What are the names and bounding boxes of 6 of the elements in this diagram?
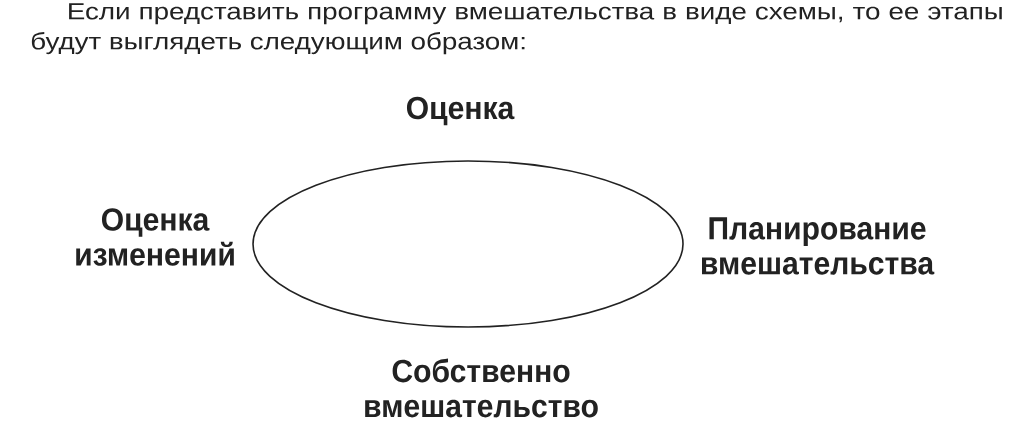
intro-paragraph: Если представить программу вмешательства в виде схемы, то ее этапы будут выглядеть следующим образом:: [31, 3, 1002, 55]
ellipse: [252, 160, 684, 328]
stage-label: Собственно вмешательство: [365, 358, 598, 418]
stage-label: Планирование вмешательства: [702, 217, 935, 275]
stage-label: Оценка: [406, 96, 515, 126]
stage-label: Оценка изменений: [76, 208, 234, 266]
